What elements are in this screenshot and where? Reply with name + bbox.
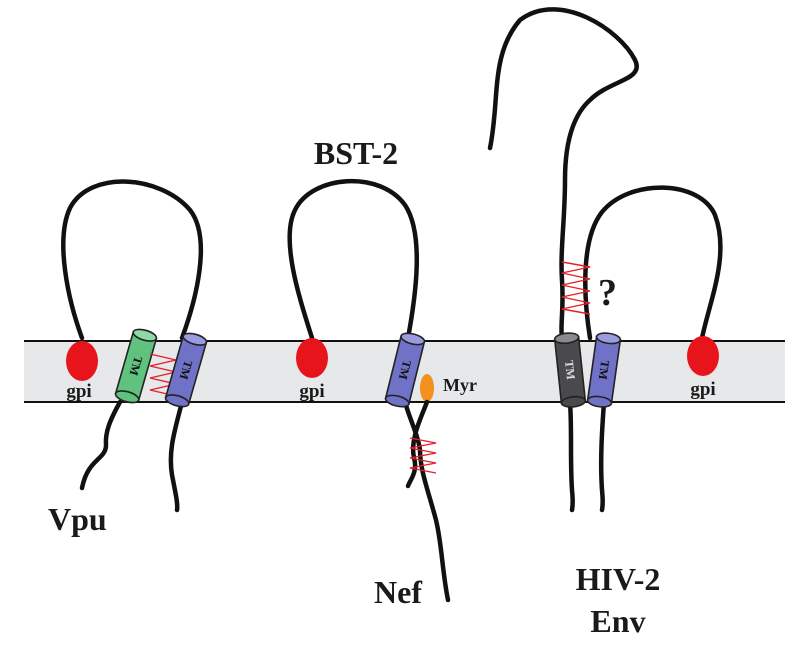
nef-bst2-interaction-zigzag bbox=[409, 437, 437, 474]
tm-label: TM bbox=[396, 359, 414, 381]
bst2-tm-domain-middle: TM bbox=[384, 332, 426, 408]
bst2-tail-middle bbox=[402, 399, 451, 603]
bst2-strand-left bbox=[61, 179, 204, 341]
bst2-tm-domain-right: TM bbox=[586, 332, 622, 408]
env-label: Env bbox=[590, 603, 645, 639]
tm-label: TM bbox=[177, 359, 196, 381]
question-mark: ? bbox=[598, 272, 617, 314]
bst2-strand-right bbox=[583, 185, 723, 341]
tm-label: TM bbox=[127, 355, 146, 377]
env-bst2-interaction-zigzag bbox=[561, 261, 591, 315]
bst2-title: BST-2 bbox=[314, 135, 398, 171]
gpi-anchor-middle bbox=[296, 338, 328, 378]
vpu-label: Vpu bbox=[48, 501, 107, 537]
vpu-tm-domain: TM bbox=[114, 328, 158, 404]
bst2-strand-middle bbox=[287, 178, 420, 341]
myristoyl-anchor bbox=[420, 374, 434, 402]
gpi-label-middle: gpi bbox=[299, 381, 324, 402]
hiv2-label: HIV-2 bbox=[576, 561, 661, 597]
bst2-tail-right bbox=[598, 399, 607, 513]
hiv2-env-strand bbox=[487, 7, 639, 341]
vpu-bst2-interaction-zigzag bbox=[149, 353, 177, 397]
hiv2-env-tm-domain: TM bbox=[553, 332, 587, 408]
tm-label: TM bbox=[596, 359, 613, 380]
tm-label: TM bbox=[562, 360, 578, 381]
myr-label: Myr bbox=[443, 375, 477, 395]
hiv2-env-tail bbox=[567, 399, 575, 513]
nef-label: Nef bbox=[374, 574, 422, 610]
nef-strand bbox=[405, 399, 430, 489]
gpi-anchor-right bbox=[687, 336, 719, 376]
gpi-label-left: gpi bbox=[66, 381, 91, 402]
gpi-anchor-left bbox=[66, 341, 98, 381]
bst2-tail-left bbox=[168, 399, 185, 513]
bst2-tm-domain-left: TM bbox=[164, 332, 208, 408]
gpi-label-right: gpi bbox=[690, 379, 715, 400]
vpu-strand bbox=[79, 399, 123, 491]
